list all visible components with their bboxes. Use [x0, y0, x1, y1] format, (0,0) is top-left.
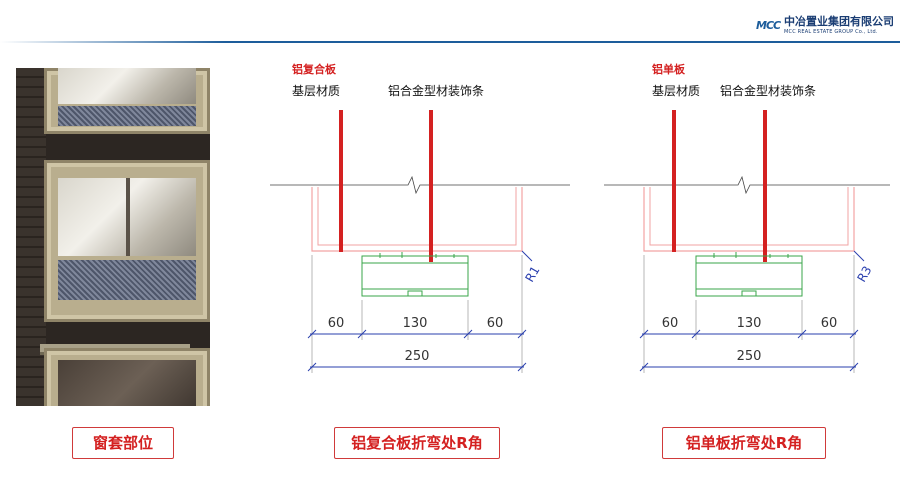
dim-left-value: 60 — [328, 316, 345, 331]
trim-outline-inner — [649, 187, 849, 246]
drawing-aluminum-composite: 铝复合板 基层材质 铝合金型材装饰条 R1 60 130 60 — [270, 62, 570, 373]
window-frame-middle — [44, 160, 210, 322]
trim-profile-section — [361, 252, 469, 297]
company-logo: MCC 中冶置业集团有限公司 MCC REAL ESTATE GROUP Co.… — [756, 14, 896, 38]
trim-outline-outer — [311, 187, 523, 252]
radius-label: R3 — [854, 264, 874, 285]
red-post-base — [672, 110, 676, 252]
window-mesh-panel — [58, 260, 196, 300]
caption-window-trim: 窗套部位 — [72, 427, 174, 459]
red-post-base — [339, 110, 343, 252]
window-mesh-panel — [58, 106, 196, 126]
label-trim-profile: 铝合金型材装饰条 — [388, 83, 484, 98]
window-trim-photo — [16, 68, 210, 406]
drawing-aluminum-single: 铝单板 基层材质 铝合金型材装饰条 R3 60 130 60 250 — [604, 62, 890, 373]
wall-cladding — [16, 68, 46, 406]
wall-line — [270, 175, 570, 195]
dimension-line-parts — [307, 329, 527, 339]
dim-total-value: 250 — [405, 349, 430, 364]
dimension-line-parts — [639, 329, 859, 339]
caption-composite-r-corner: 铝复合板折弯处R角 — [334, 427, 500, 459]
window-mullion — [126, 178, 130, 256]
header-divider — [0, 41, 900, 43]
label-base-material: 基层材质 — [652, 84, 700, 98]
dimension-line-total — [639, 362, 859, 372]
dim-total-value: 250 — [737, 349, 762, 364]
trim-outline-outer — [643, 187, 855, 252]
mcc-logo-mark: MCC — [756, 19, 781, 32]
radius-pointer — [853, 250, 865, 262]
label-base-material: 基层材质 — [292, 84, 340, 98]
dimension-line-total — [307, 362, 527, 372]
dim-left-value: 60 — [662, 316, 679, 331]
dim-right-value: 60 — [487, 316, 504, 331]
label-trim-profile: 铝合金型材装饰条 — [720, 83, 816, 98]
red-post-trim — [429, 110, 433, 262]
material-title: 铝复合板 — [292, 62, 337, 76]
trim-outline-inner — [317, 187, 517, 246]
radius-pointer — [521, 250, 533, 262]
window-frame-upper — [44, 68, 210, 134]
red-post-trim — [763, 110, 767, 262]
window-glass — [58, 68, 196, 104]
trim-profile-section — [695, 252, 803, 297]
dim-mid-value: 130 — [737, 316, 762, 331]
radius-label: R1 — [522, 264, 542, 285]
company-name-cn: 中冶置业集团有限公司 — [784, 15, 894, 28]
window-glass — [58, 360, 196, 406]
company-name-en: MCC REAL ESTATE GROUP Co., Ltd. — [784, 29, 878, 35]
material-title: 铝单板 — [652, 62, 686, 76]
window-frame-lower — [44, 348, 210, 406]
caption-single-r-corner: 铝单板折弯处R角 — [662, 427, 826, 459]
wall-line — [604, 175, 890, 195]
dim-mid-value: 130 — [403, 316, 428, 331]
dim-right-value: 60 — [821, 316, 838, 331]
